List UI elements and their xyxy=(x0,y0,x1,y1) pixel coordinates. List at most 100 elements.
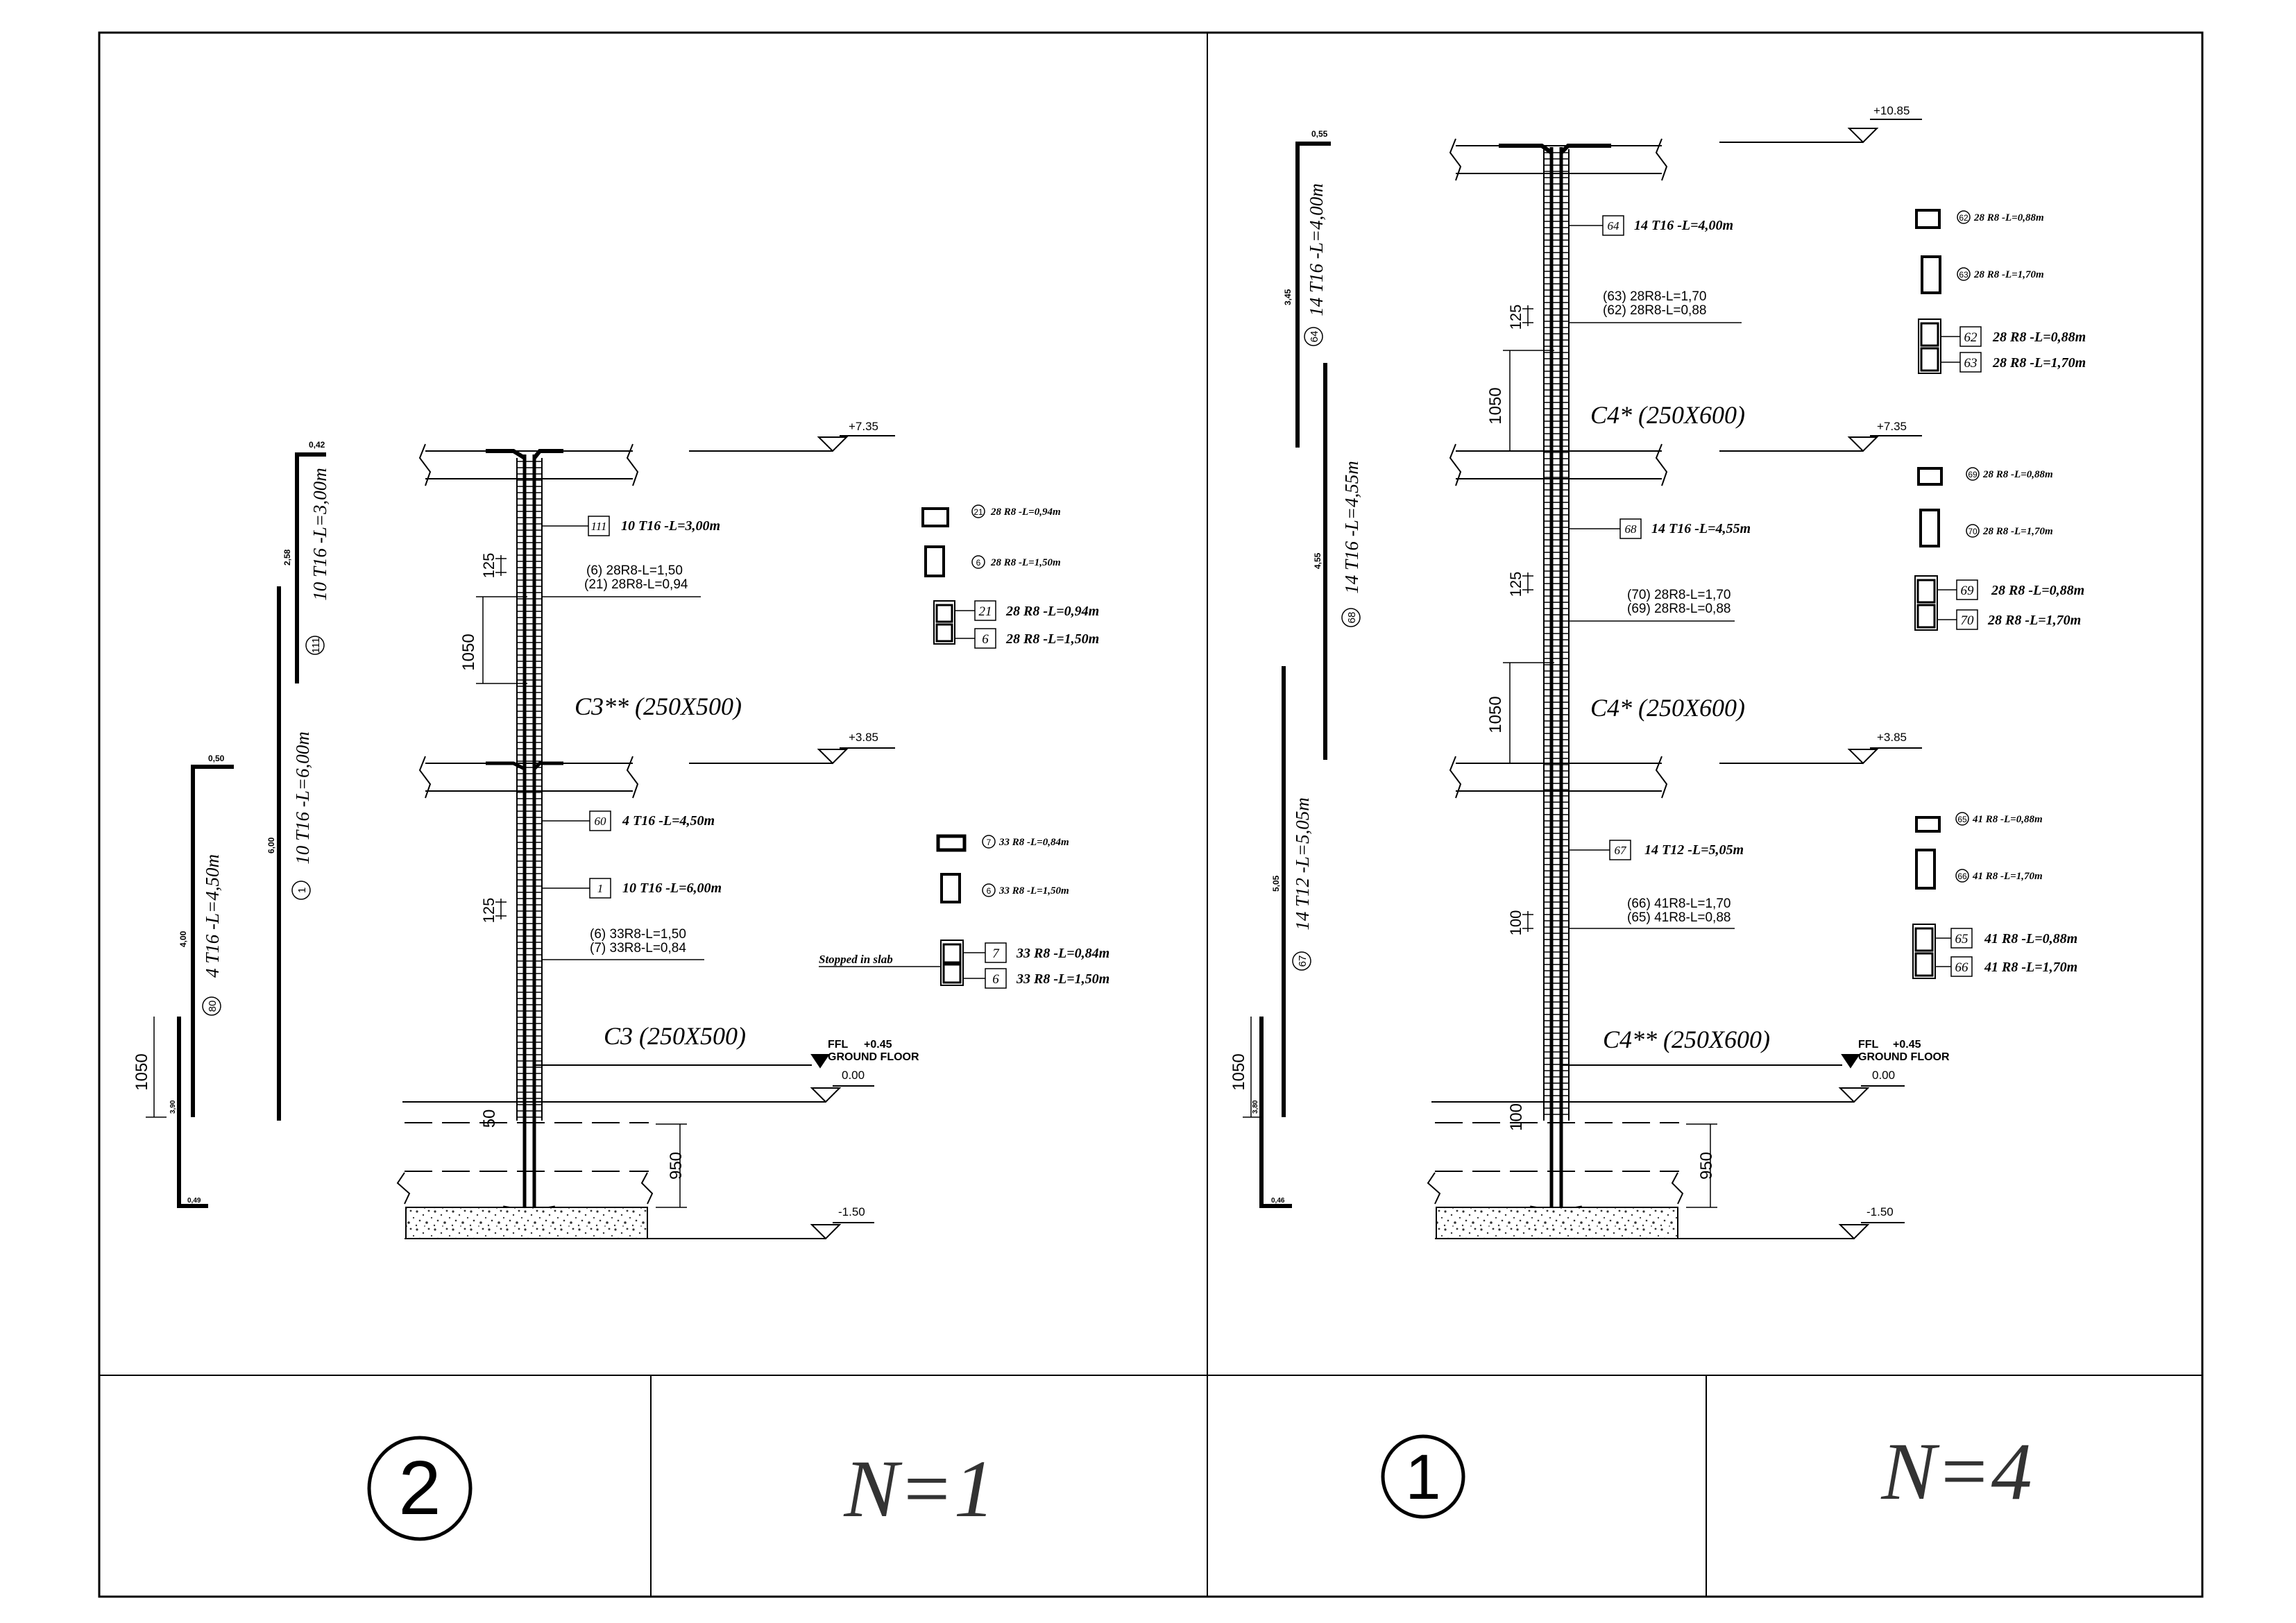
slab-lines xyxy=(1449,138,1668,799)
detail-number-circle xyxy=(1381,1434,1465,1519)
dimension-label: 100 xyxy=(1507,1103,1526,1131)
bar-mark: 64 xyxy=(1608,219,1620,232)
bar-mark: 67 xyxy=(1615,844,1628,857)
dimension-label: 100 xyxy=(1507,910,1524,936)
bar-mark-circle xyxy=(202,996,221,1016)
column-label: C4** (250X600) xyxy=(1603,1026,1770,1053)
dimension-label: 125 xyxy=(480,898,498,924)
ffl-label: FFL xyxy=(828,1039,849,1051)
level-marker-top xyxy=(689,435,895,452)
level-label: +7.35 xyxy=(1877,420,1907,433)
bar-bending-schedule xyxy=(1259,142,1331,1208)
bar-callout: 14 T16 -L=4,00m xyxy=(1634,218,1733,233)
bar-mark: 111 xyxy=(591,520,607,533)
stirrup-callout: 33 R8 -L=0,84m xyxy=(1016,946,1109,961)
stirrup-mark: 70 xyxy=(1961,613,1975,628)
stirrup-callout: 28 R8 -L=1,50m xyxy=(1005,631,1099,647)
bar-mark-circle xyxy=(1341,608,1361,627)
stirrup-mark: 65 xyxy=(1955,932,1968,946)
bend-length: 4,00 xyxy=(178,931,188,947)
column-detail-2: +7.35 +3.85 FFL +0.45 GROUND FLOOR 0.00 … xyxy=(133,420,1109,1240)
stirrup-note: (66) 41R8-L=1,70 xyxy=(1627,897,1730,911)
stirrup-mark: 62 xyxy=(1964,330,1978,345)
stirrup-callout: 28 R8 -L=1,50m xyxy=(990,557,1061,568)
bend-length: 4,55 xyxy=(1313,552,1323,569)
bend-length: 0,50 xyxy=(208,754,225,763)
stirrup-schedule xyxy=(921,504,996,649)
stirrup-mark: 66 xyxy=(1955,960,1969,975)
bar-mark-circle xyxy=(1304,327,1323,346)
bend-length: 6,00 xyxy=(266,837,276,853)
bar-mark-circle xyxy=(305,636,325,655)
dimension-label: 1050 xyxy=(133,1053,151,1090)
level-marker-upper xyxy=(1719,435,1922,452)
bend-length: 2,58 xyxy=(282,549,292,566)
column-label: C4* (250X600) xyxy=(1590,401,1745,429)
bend-length: 3,90 xyxy=(169,1100,177,1114)
stirrup-mark: 66 xyxy=(1957,872,1967,881)
level-marker-top xyxy=(1719,119,1922,144)
level-marker-mid xyxy=(1719,747,1922,765)
title-block: 2 N=1 1 N=4 xyxy=(367,1426,2032,1541)
stirrup-callout: 33 R8 -L=0,84m xyxy=(998,837,1069,848)
stirrup-mark: 69 xyxy=(1961,584,1975,598)
dimension-label: 1050 xyxy=(1486,387,1505,424)
stirrup-mark: 21 xyxy=(973,507,983,517)
stirrup-note: (62) 28R8-L=0,88 xyxy=(1603,303,1706,318)
bend-length: 5,05 xyxy=(1271,875,1281,892)
count-label: N=1 xyxy=(843,1443,994,1534)
bend-length: 0,42 xyxy=(309,440,325,450)
bar-tag-leaders xyxy=(542,516,704,960)
bar-mark: 111 xyxy=(310,638,322,654)
stirrup-mark: 6 xyxy=(982,632,989,647)
stirrup-mark: 63 xyxy=(1959,270,1968,280)
level-label: +7.35 xyxy=(849,420,878,433)
stirrup-callout: 41 R8 -L=0,88m xyxy=(1972,814,2043,825)
bar-callout: 10 T16 -L=3,00m xyxy=(621,518,720,534)
bar-callout: 10 T16 -L=6,00m xyxy=(622,881,722,896)
detail-number: 1 xyxy=(1405,1442,1440,1513)
stirrup-note: (6) 28R8-L=1,50 xyxy=(586,563,683,578)
stirrup-callout: 41 R8 -L=1,70m xyxy=(1972,871,2043,882)
stirrup-note: (7) 33R8-L=0,84 xyxy=(590,941,686,955)
level-label: -1.50 xyxy=(838,1205,865,1218)
bar-mark: 1 xyxy=(296,887,308,893)
bend-length: 3,80 xyxy=(1252,1100,1259,1114)
dimension-label: 950 xyxy=(667,1152,686,1180)
level-marker-base xyxy=(1679,1222,1905,1240)
stirrup-callout: 28 R8 -L=0,88m xyxy=(1991,583,2084,598)
level-marker-ffl xyxy=(534,1054,830,1069)
dimension-label: 1050 xyxy=(459,634,478,670)
stirrup-note: (63) 28R8-L=1,70 xyxy=(1603,289,1706,304)
level-label: -1.50 xyxy=(1866,1205,1894,1218)
level-label: 0.00 xyxy=(1872,1069,1895,1082)
bar-callout: 14 T16 -L=4,00m xyxy=(1306,183,1327,316)
column-label: C3** (250X500) xyxy=(575,692,742,720)
stirrup-callout: 28 R8 -L=1,70m xyxy=(1973,269,2044,280)
stirrup-note: (21) 28R8-L=0,94 xyxy=(584,577,688,592)
column-label: C4* (250X600) xyxy=(1590,694,1745,722)
dimension-label: 1050 xyxy=(1230,1053,1248,1090)
stirrup-callout: 41 R8 -L=0,88m xyxy=(1984,931,2077,946)
dimension-lines xyxy=(146,555,687,1208)
stirrup-callout: 28 R8 -L=1,70m xyxy=(1987,613,2081,628)
stirrup-callout: 28 R8 -L=0,94m xyxy=(1005,604,1099,619)
bar-mark-circle xyxy=(1292,951,1311,971)
dimension-label: 125 xyxy=(1507,572,1524,597)
detail-number-circle xyxy=(367,1436,473,1541)
stirrup-schedule xyxy=(1912,209,1982,979)
level-marker-base xyxy=(649,1222,874,1240)
stirrup-mark: 6 xyxy=(976,558,981,568)
stirrup-callout: 28 R8 -L=0,88m xyxy=(1973,212,2044,223)
bar-mark: 68 xyxy=(1346,612,1358,624)
stirrup-mark: 63 xyxy=(1964,356,1978,371)
bend-length: 0,55 xyxy=(1311,129,1328,139)
level-marker-zero xyxy=(1561,1085,1905,1103)
stirrup-callout: 28 R8 -L=0,88m xyxy=(1982,469,2053,480)
stirrup-mark: 6 xyxy=(987,886,992,896)
stirrup-mark: 62 xyxy=(1959,213,1968,223)
bar-mark: 80 xyxy=(207,1001,219,1012)
stirrup-callout: 28 R8 -L=0,88m xyxy=(1992,330,2086,345)
ground-floor-label: GROUND FLOOR xyxy=(1858,1051,1950,1063)
level-label: +3.85 xyxy=(849,731,878,744)
